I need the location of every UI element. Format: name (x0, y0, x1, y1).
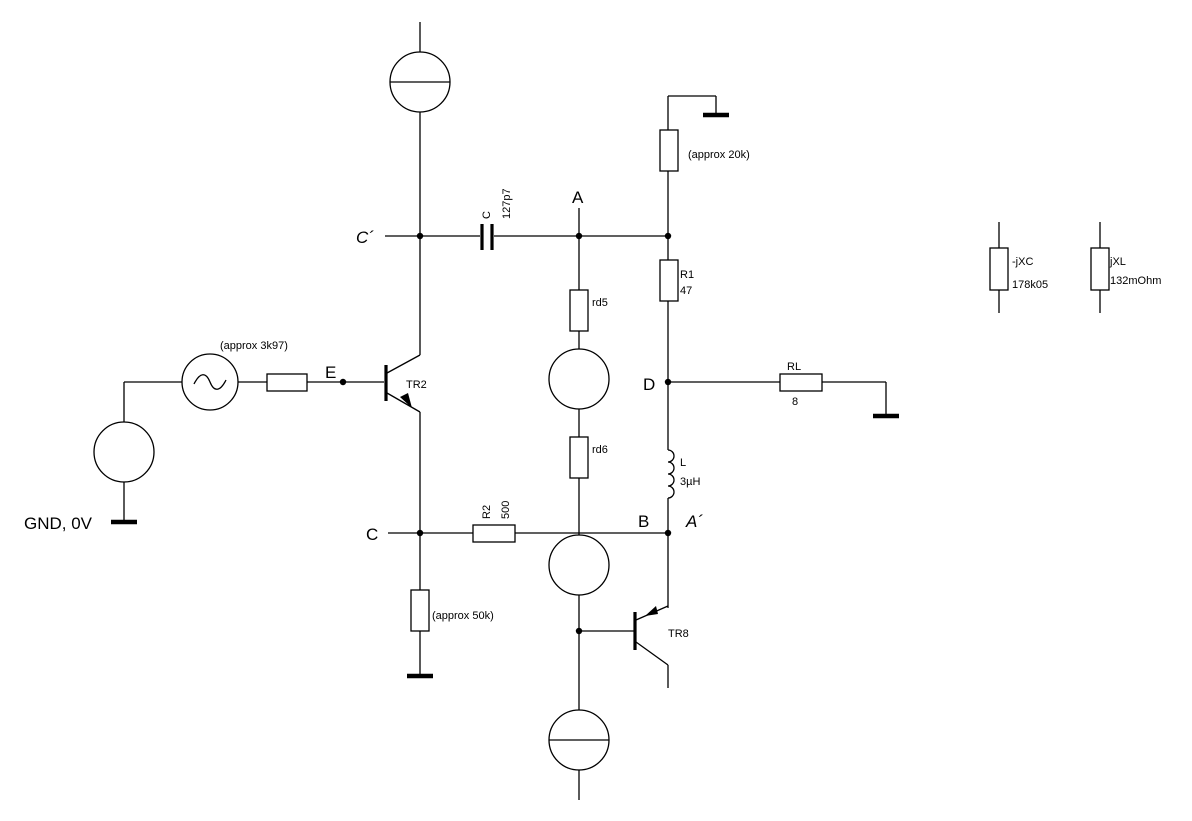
transistor-tr2-label: TR2 (406, 379, 427, 391)
resistor-top-20k (659, 129, 679, 172)
node-label-c-prime: C´ (356, 228, 374, 247)
ac-source (181, 353, 239, 411)
resistor-r1 (659, 259, 679, 302)
node-label-a-prime: A´ (685, 512, 703, 531)
resistor-r1-name: R1 (680, 269, 694, 281)
resistor-rd6-label: rd6 (592, 444, 608, 456)
reactance-xc-value: 178k05 (1012, 279, 1048, 291)
capacitor-value: 127p7 (501, 188, 513, 219)
wire-c-to-b (388, 529, 672, 537)
inductor-l (667, 449, 675, 608)
resistor-rd5-label: rd5 (592, 297, 608, 309)
wire-load (668, 381, 899, 419)
reactance-xl-value: 132mOhm (1110, 275, 1161, 287)
wire-right-column (664, 171, 672, 450)
inductor-name: L (680, 457, 686, 469)
transistor-tr8 (633, 605, 669, 688)
node-a (575, 208, 583, 290)
current-source-bottom (548, 709, 610, 800)
ground-top-right (667, 95, 729, 130)
resistor-rl-value: 8 (792, 396, 798, 408)
resistor-rd6 (569, 436, 589, 479)
wire-c-prime (385, 232, 480, 240)
node-label-e: E (325, 363, 336, 382)
transistor-tr2 (384, 354, 421, 590)
current-source-middle (548, 331, 610, 437)
node-label-d: D (643, 375, 655, 394)
reactance-xl (1090, 222, 1110, 313)
resistor-bottom-50k (410, 589, 430, 632)
capacitor-c (480, 224, 668, 250)
node-label-a: A (572, 188, 584, 207)
resistor-rd5 (569, 289, 589, 332)
node-label-b: B (638, 512, 649, 531)
inductor-value: 3µH (680, 476, 700, 488)
node-label-c: C (366, 525, 378, 544)
resistor-r2 (472, 524, 516, 543)
reactance-xl-name: jXL (1109, 256, 1126, 268)
resistor-rl (779, 373, 823, 392)
capacitor-name: C (481, 211, 493, 219)
resistor-bottom-50k-value: (approx 50k) (432, 610, 494, 622)
resistor-rl-name: RL (787, 361, 801, 373)
wire-input (123, 378, 384, 422)
ground-bottom (407, 631, 433, 679)
resistor-top-20k-value: (approx 20k) (688, 149, 750, 161)
current-source-lower (548, 534, 634, 710)
current-source-top (389, 22, 451, 355)
transistor-tr8-label: TR8 (668, 628, 689, 640)
gnd-label: GND, 0V (24, 514, 93, 533)
dc-source-left (93, 421, 155, 525)
resistor-r2-value: 500 (500, 501, 512, 519)
resistor-r1-value: 47 (680, 285, 692, 297)
ac-source-value: (approx 3k97) (220, 340, 288, 352)
reactance-xc-name: -jXC (1012, 256, 1033, 268)
reactance-xc (989, 222, 1009, 313)
resistor-source (266, 373, 308, 392)
resistor-r2-name: R2 (481, 505, 493, 519)
